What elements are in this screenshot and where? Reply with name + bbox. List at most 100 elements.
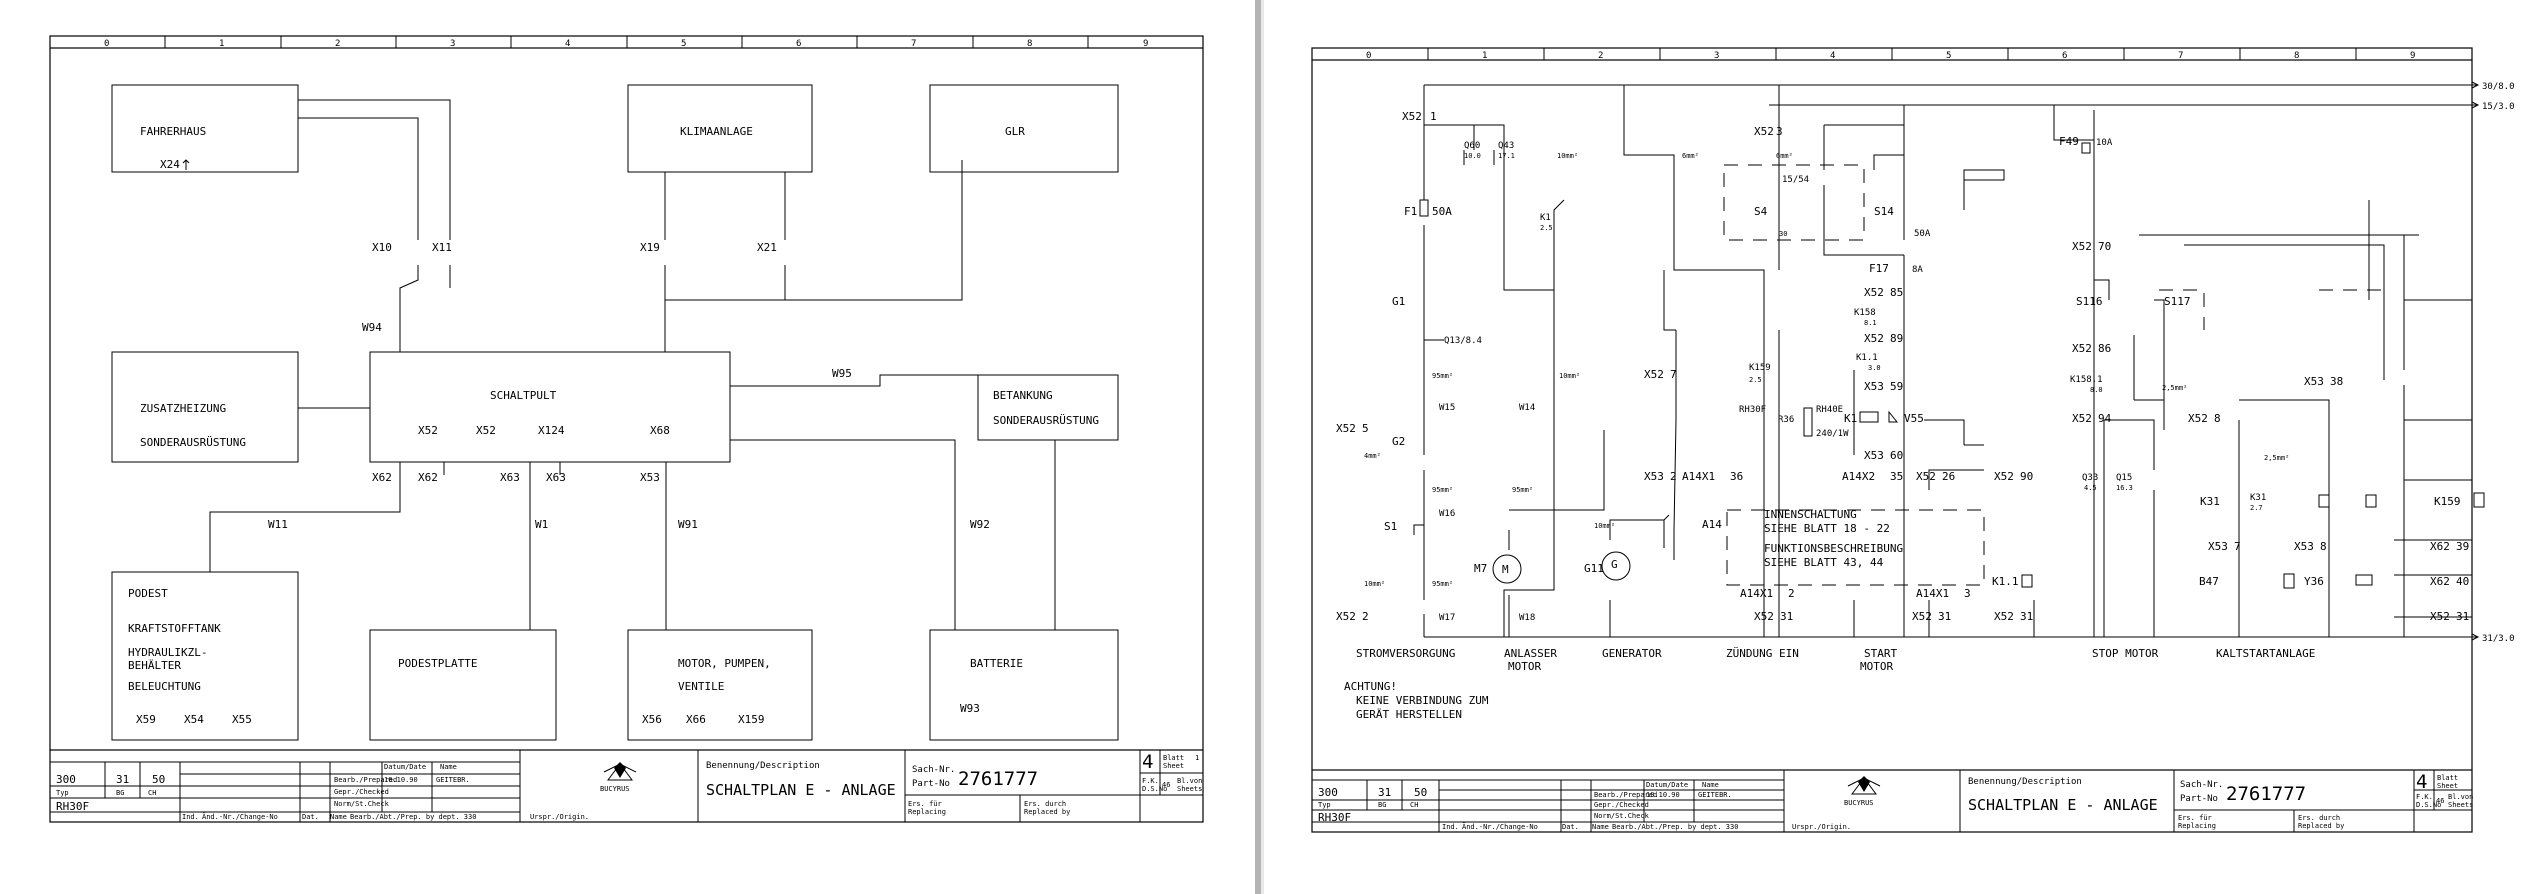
tb-label: Bl.von [2448,793,2473,801]
sheet-number: 4 [1142,751,1153,773]
label: B47 [2199,575,2219,588]
label: 3 [1964,587,1971,600]
label: F17 [1869,262,1889,275]
label: 31 [1938,610,1951,623]
label: W16 [1439,509,1455,519]
label: A14X2 [1842,470,1875,483]
cable-label: W91 [678,518,698,531]
label: 59 [1890,380,1903,393]
box-label: SONDERAUSRÜSTUNG [993,414,1099,427]
label: X52 [2430,610,2450,623]
tb-label: Sach-Nr. [2180,780,2223,790]
label: 2.5 [1749,376,1762,384]
label: 8 [2320,540,2327,553]
label: W18 [1519,613,1535,623]
component-labels: X52 1 X52 3 Q60 10.0 Q43 17.1 10mm² 6mm²… [1336,110,2469,623]
label: 240/1W [1816,429,1849,439]
valve-y36 [2355,574,2373,586]
col-number: 3 [1714,51,1719,61]
label: 26 [1942,470,1955,483]
bucyrus-logo: BUCYRUS [600,762,637,793]
box-label: MOTOR, PUMPEN, [678,657,771,670]
label: 10mm² [1559,372,1580,380]
left-column-ruler: 0 1 2 3 4 5 6 7 8 9 [104,36,1148,49]
tb-label: Typ [1318,801,1331,809]
motor-symbol [1492,554,1522,584]
label: 85 [1890,286,1903,299]
connector-label: X56 [642,713,662,726]
label: X53 [2208,540,2228,553]
caption-start-motor: MOTOR [1860,660,1893,673]
label: K1.1 [1992,575,2019,588]
label: 8.1 [1864,319,1877,327]
label: K31 [2200,495,2220,508]
label: F49 [2059,135,2079,148]
caption-anlasser-motor: MOTOR [1508,660,1541,673]
connector-label: X159 [738,713,765,726]
box-batterie: BATTERIE W93 [929,629,1119,741]
relay-k31a [2318,494,2330,508]
note-line: GERÄT HERSTELLEN [1356,708,1462,721]
tb-value: BG [116,789,124,797]
label: Q13/8.4 [1444,336,1482,346]
label: 6mm² [1776,152,1793,160]
label: 8 [2214,412,2221,425]
left-sheet: 0 1 2 3 4 5 6 7 8 9 FAHRERHAUS X24 KLIMA… [0,0,1255,894]
caption-stop-motor: STOP MOTOR [2092,647,2159,660]
label: K31 [2250,493,2266,503]
box-label: BATTERIE [970,657,1023,670]
col-number: 5 [1946,51,1951,61]
connector-label: X68 [650,424,670,437]
tb-label: Typ [56,789,69,797]
tb-label: Name [440,763,457,771]
label: 31 [2456,610,2469,623]
tb-name: GEITEBR. [1698,791,1732,799]
label: X52 [1754,610,1774,623]
label: X52 [1864,332,1884,345]
label: X52 [1644,368,1664,381]
cable-label: W95 [832,367,852,380]
tb-label: Benennung/Description [706,761,820,771]
label: 30 [1779,230,1787,238]
label: X52 [1994,470,2014,483]
box-glr: GLR [929,84,1119,173]
motor-letter: M [1502,563,1509,576]
label: K159 [1749,363,1771,373]
cable-label: W11 [268,518,288,531]
label: K1 [1844,412,1857,425]
left-title-block: 300 31 50 Typ BG CH RH30F Datum/Date Nam… [49,749,1204,823]
box-label: KLIMAANLAGE [680,125,753,138]
label: K158 [1854,308,1876,318]
component-symbols: M G [1419,142,2485,589]
right-sheet: 0 1 2 3 4 5 6 7 8 9 30/8.0 15/3.0 31/3.0 [1264,0,2524,894]
label: X62 [2430,540,2450,553]
col-number: 4 [1830,51,1835,61]
box-label: FAHRERHAUS [140,125,206,138]
label: K159 [2434,495,2461,508]
section-captions: STROMVERSORGUNG ANLASSER MOTOR GENERATOR… [1356,647,2315,673]
box-label: HYDRAULIKZL- [128,646,207,659]
rail-label: 15/3.0 [2482,102,2515,112]
label: 7 [1670,368,1677,381]
tb-label: Replacing [2178,822,2216,830]
generator-letter: G [1611,558,1618,571]
label: 89 [1890,332,1903,345]
col-number: 3 [450,39,455,49]
tb-label: Sach-Nr. [912,765,955,775]
label: V55 [1904,412,1924,425]
label: 2 [1362,610,1369,623]
label: X52 [1336,422,1356,435]
caption-anlasser: ANLASSER [1504,647,1557,660]
label: 2,5mm² [2162,384,2187,392]
label: RH40E [1816,405,1843,415]
box-label: ZUSATZHEIZUNG [140,402,226,415]
tb-label: Bearb./Prepared [334,776,397,784]
box-label: BETANKUNG [993,389,1053,402]
connector-label: X53 [640,471,660,484]
label: X62 [2430,575,2450,588]
generator-symbol [1601,551,1631,581]
relay-k31b [2365,494,2377,508]
tb-name: GEITEBR. [436,776,470,784]
col-number: 1 [219,39,224,49]
label: Y36 [2304,575,2324,588]
